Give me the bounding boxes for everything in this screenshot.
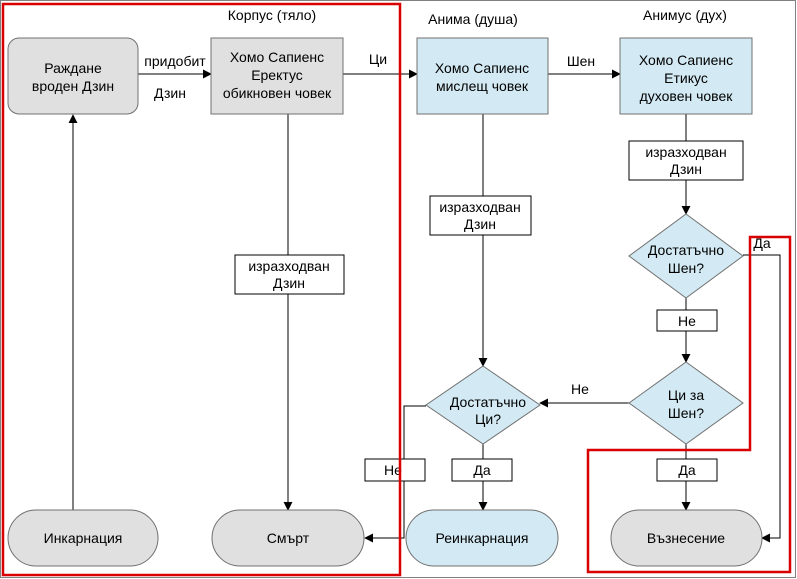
edge-label-chi: Ци [369,51,387,67]
node-ascension-box [610,509,763,567]
spent-jing-anima-line-2: Дзин [464,216,496,232]
highlight-corpus-column [1,2,402,577]
node-ethicus-line-3: духовен човек [640,88,734,104]
spent-jing-corpus-line-2: Дзин [273,275,305,291]
spent-jing-animus-line-1: изразходван [645,144,726,160]
node-chi-to-shen-line-1: Ци за [668,387,704,403]
spent-jing-box-anima [429,195,532,236]
edge-label-no-death: Не [384,462,402,478]
edge-label-no-death-box [364,458,426,482]
node-sapiens-box [416,37,549,115]
edge-label-acquired: придобит [144,53,206,69]
spent-jing-anima-line-1: изразходван [439,199,520,215]
highlight-ascension-region [586,235,792,574]
edge-label-yes-shen: Да [753,235,770,251]
edge-label-no-shen: Не [678,313,696,329]
edge-label-shen: Шен [567,53,595,69]
node-erectus-line-1: Хомо Сапиенс [230,49,324,65]
edge-label-yes-reincarnation: Да [473,462,490,478]
spent-jing-animus-line-2: Дзин [670,161,702,177]
node-death-label: Смърт [267,530,310,546]
node-birth-line-2: вроден Дзин [32,78,114,94]
header-animus: Анимус (дух) [643,7,727,23]
node-enough-shen-diamond [628,213,744,299]
header-corpus: Корпус (тяло) [228,7,316,23]
node-chi-to-shen-diamond [628,361,744,445]
node-enough-shen-line-2: Шен? [668,260,704,276]
node-erectus-box [210,37,344,115]
node-sapiens-line-1: Хомо Сапиенс [435,60,529,76]
node-enough-chi-diamond [425,365,541,445]
node-ascension-label: Възнесение [647,530,725,546]
edge-label-no-chi-to-shen: Не [571,381,589,397]
node-incarnation-box [7,509,159,567]
spent-jing-box-animus [628,140,744,181]
node-death-box [211,509,365,567]
node-ethicus-line-2: Етикус [664,70,708,86]
node-enough-shen-line-1: Достатъчно [648,242,724,258]
node-reincarnation-box [405,509,559,567]
edge-label-yes-reincarnation-box [451,458,513,482]
node-enough-chi-line-1: Достатъчно [450,394,526,410]
edge-enough-shen-yes [743,254,781,543]
node-ethicus-line-1: Хомо Сапиенс [639,52,733,68]
edge-label-no-shen-box [656,309,718,332]
node-erectus-line-3: обикновен човек [223,85,332,101]
edge-label-jing: Дзин [154,85,186,101]
node-birth-line-1: Раждане [44,60,102,76]
node-reincarnation-label: Реинкарнация [435,530,528,546]
header-anima: Анима (душа) [428,11,518,27]
edge-label-yes-ascension: Да [678,462,695,478]
node-sapiens-line-2: мислещ човек [436,78,529,94]
node-ethicus-box [619,37,753,115]
edge-label-yes-ascension-box [656,458,718,482]
node-chi-to-shen-line-2: Шен? [668,405,704,421]
node-erectus-line-2: Еректус [251,67,303,83]
node-enough-chi-line-2: Ци? [475,411,501,427]
spent-jing-box-corpus [234,254,345,295]
node-birth-box [7,37,139,115]
spent-jing-corpus-line-1: изразходван [248,258,329,274]
node-incarnation-label: Инкарнация [44,530,123,546]
